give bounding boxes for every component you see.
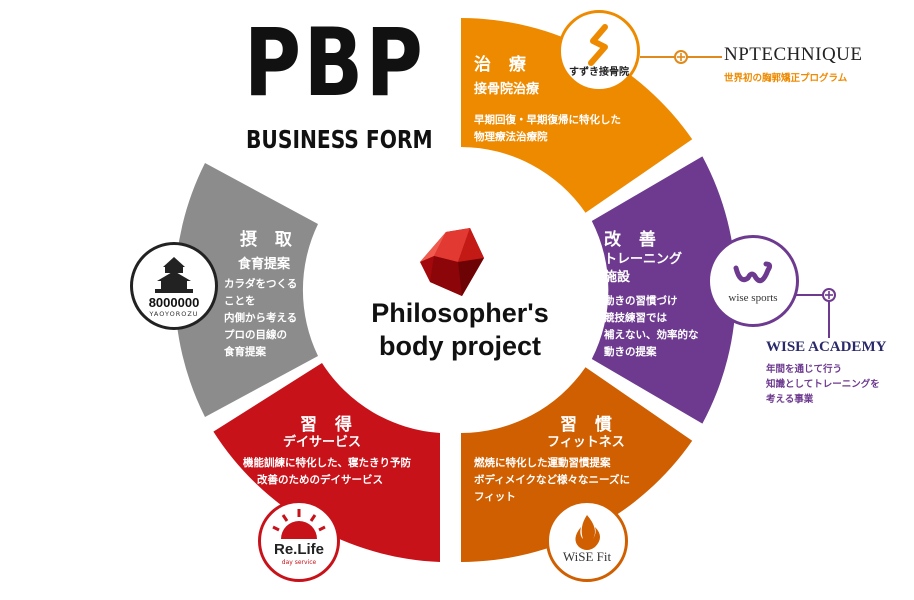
center-title-line1: Philosopher's — [371, 298, 549, 328]
segment-shutoku-title: 習 得 — [300, 415, 358, 435]
segment-kaizen-subtitle: トレーニング 施設 — [604, 252, 683, 285]
suzuki-s-mark-icon — [588, 24, 608, 66]
suzuki-sekkotsuin-logo[interactable]: すずき接骨院 — [558, 10, 640, 92]
segment-chiryo — [461, 18, 693, 213]
np-technique-logo[interactable]: NPTECHNIQUE — [724, 44, 863, 65]
relife-logo-text: Re.Life — [273, 541, 324, 558]
segment-shutoku-subtitle: デイサービス — [283, 435, 362, 450]
segment-sesshu-subtitle: 食育提案 — [238, 257, 291, 272]
segment-sesshu — [174, 163, 318, 417]
segment-sesshu-title: 摂 取 — [240, 230, 298, 250]
relife-sunrise-icon — [272, 509, 326, 539]
segment-shukan-desc: 燃焼に特化した運動習慣提案 ボディメイクなど様々なニーズに フィット — [474, 457, 631, 503]
segment-shukan — [461, 367, 693, 562]
relife-logo-subtext: day service — [281, 559, 317, 566]
yaoyorozu-logo-text: 8000000 — [148, 295, 200, 310]
segment-kaizen-desc: 動きの習慣づけ 競技練習では 補えない、効率的な 動きの提案 — [604, 295, 699, 358]
wise-sports-logo[interactable]: wise sports — [707, 235, 799, 327]
wise-fit-flame-icon — [575, 515, 600, 550]
wise-academy-logo[interactable]: WISE ACADEMY — [766, 339, 887, 355]
segment-shutoku — [213, 363, 440, 562]
segment-shukan-title: 習 慣 — [560, 415, 618, 435]
wise-sports-mark-icon — [733, 261, 773, 284]
center-title-line2: body project — [378, 331, 541, 361]
page-title: PBP — [244, 9, 426, 118]
wise-sports-logo-text: wise sports — [728, 292, 778, 304]
wise-fit-logo-text: WiSE Fit — [562, 549, 612, 564]
segment-chiryo-desc: 早期回復・早期復帰に特化した 物理療法治療院 — [474, 114, 621, 143]
relife-logo[interactable]: Re.Life day service — [258, 500, 340, 582]
yaoyorozu-castle-icon — [155, 257, 193, 293]
wise-fit-logo[interactable]: WiSE Fit — [546, 500, 628, 582]
segment-kaizen-title: 改 善 — [604, 230, 662, 250]
np-technique-desc: 世界初の胸郭矯正プログラム — [724, 73, 848, 84]
wise-academy-desc: 年間を通じて行う 知識としてトレーニングを 考える事業 — [766, 364, 880, 405]
segment-shukan-subtitle: フィットネス — [547, 435, 625, 450]
segment-sesshu-desc: カラダをつくる ことを 内側から考える プロの目線の 食育提案 — [224, 278, 298, 358]
segment-chiryo-title: 治 療 — [474, 55, 532, 75]
page-subtitle: BUSINESS FORM — [246, 125, 433, 154]
ruby-gem-icon — [420, 228, 484, 296]
segment-chiryo-subtitle: 接骨院治療 — [474, 82, 540, 97]
yaoyorozu-logo-subtext: YAOYOROZU — [149, 310, 199, 318]
suzuki-logo-text: すずき接骨院 — [569, 67, 629, 78]
yaoyorozu-logo[interactable]: 8000000 YAOYOROZU — [130, 242, 218, 330]
segment-shutoku-desc: 機能訓練に特化した、寝たきり予防 改善のためのデイサービス — [243, 457, 411, 486]
segment-kaizen — [591, 156, 737, 424]
